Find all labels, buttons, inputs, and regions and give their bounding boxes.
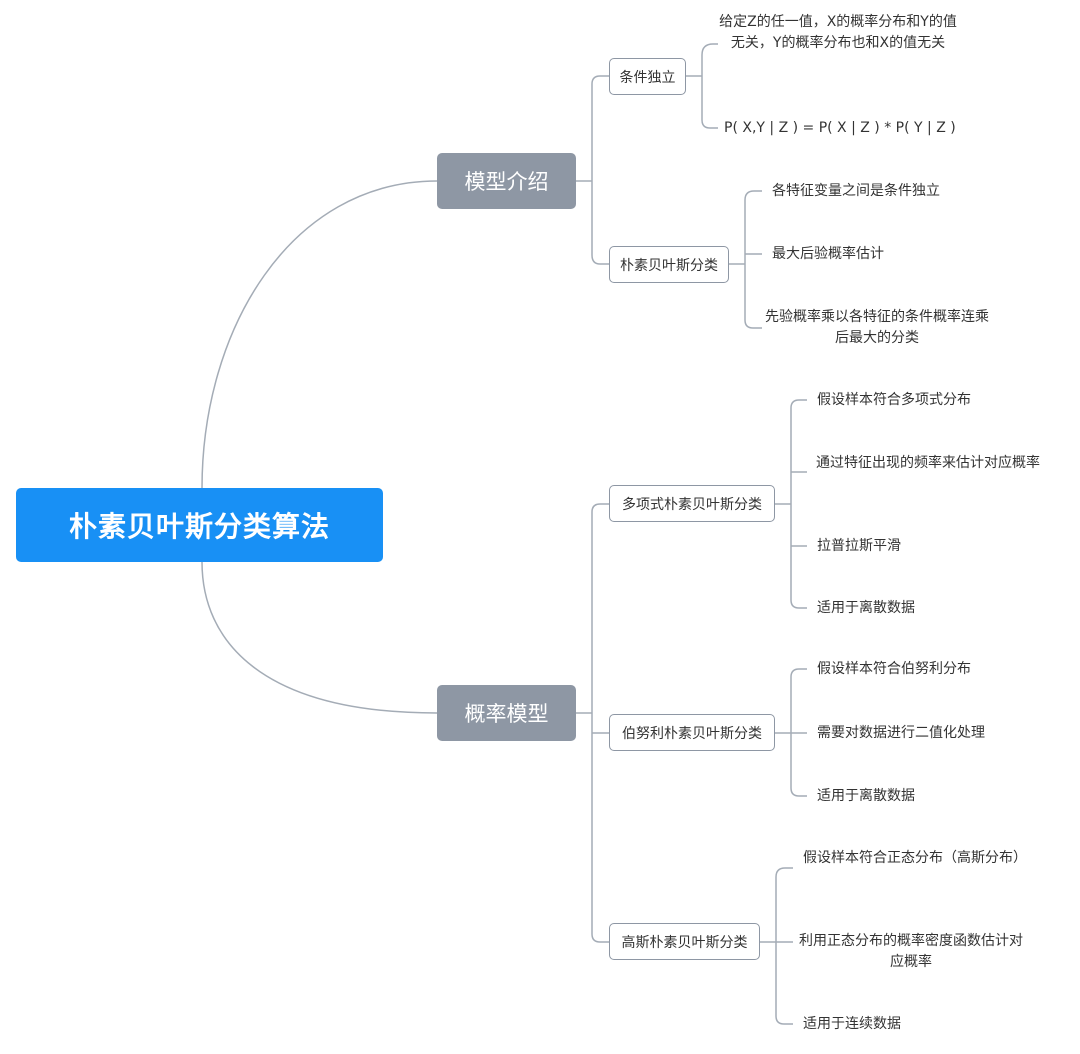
leaf-multi-frequency[interactable]: 通过特征出现的频率来估计对应概率 <box>816 455 1040 471</box>
connector-prob-to-multi <box>591 503 609 513</box>
leaf-cond-formula[interactable]: P( X,Y | Z ) = P( X | Z ) * P( Y | Z ) <box>724 120 956 136</box>
connector-root-to-intro <box>201 180 438 489</box>
connector-cond-leaf-2 <box>701 119 718 129</box>
connector-naive-leaf-1 <box>744 190 762 201</box>
leaf-gauss-pdf[interactable]: 利用正态分布的概率密度函数估计对应概率 <box>799 933 1023 970</box>
leaf-gauss-assumption[interactable]: 假设样本符合正态分布（高斯分布） <box>803 850 1027 866</box>
connector-root-to-prob <box>201 561 438 714</box>
connector-gauss-leaf-3 <box>775 1015 793 1025</box>
leaf-cond-definition[interactable]: 给定Z的任一值，X的概率分布和Y的值无关，Y的概率分布也和X的值无关 <box>719 14 957 51</box>
connector-bern-leaf-1 <box>790 668 807 678</box>
leaf-multi-assumption[interactable]: 假设样本符合多项式分布 <box>817 392 971 408</box>
connector-prob-to-gauss <box>591 933 609 943</box>
connector-naive-leaf-3 <box>744 319 762 329</box>
subtopic-gaussian-nb[interactable]: 高斯朴素贝叶斯分类 <box>609 923 760 960</box>
connector-multi-leaf-1 <box>790 399 807 409</box>
subtopic-conditional-independence[interactable]: 条件独立 <box>609 58 686 95</box>
subtopic-bernoulli-nb[interactable]: 伯努利朴素贝叶斯分类 <box>609 714 775 751</box>
leaf-naive-map-estimate[interactable]: 最大后验概率估计 <box>772 246 884 262</box>
leaf-gauss-continuous[interactable]: 适用于连续数据 <box>803 1016 901 1032</box>
topic-model-intro[interactable]: 模型介绍 <box>437 153 576 209</box>
connector-bern-leaf-3 <box>790 787 807 797</box>
leaf-bern-binarize[interactable]: 需要对数据进行二值化处理 <box>817 725 985 741</box>
topic-probability-models[interactable]: 概率模型 <box>437 685 576 741</box>
leaf-multi-discrete[interactable]: 适用于离散数据 <box>817 600 915 616</box>
root-topic[interactable]: 朴素贝叶斯分类算法 <box>16 488 383 562</box>
connector-intro-to-cond <box>591 75 609 85</box>
connector-gauss-leaf-1 <box>775 867 793 878</box>
leaf-multi-laplace[interactable]: 拉普拉斯平滑 <box>817 538 901 554</box>
leaf-bern-discrete[interactable]: 适用于离散数据 <box>817 788 915 804</box>
subtopic-multinomial-nb[interactable]: 多项式朴素贝叶斯分类 <box>609 485 775 522</box>
leaf-naive-prior-times-likelihood[interactable]: 先验概率乘以各特征的条件概率连乘后最大的分类 <box>765 309 989 346</box>
connector-multi-leaf-4 <box>790 599 807 609</box>
subtopic-naive-bayes-classification[interactable]: 朴素贝叶斯分类 <box>609 246 729 283</box>
leaf-naive-feature-independence[interactable]: 各特征变量之间是条件独立 <box>772 183 940 199</box>
connector-cond-leaf-1 <box>701 43 718 56</box>
connector-intro-to-naive <box>591 254 609 265</box>
leaf-bern-assumption[interactable]: 假设样本符合伯努利分布 <box>817 661 971 677</box>
